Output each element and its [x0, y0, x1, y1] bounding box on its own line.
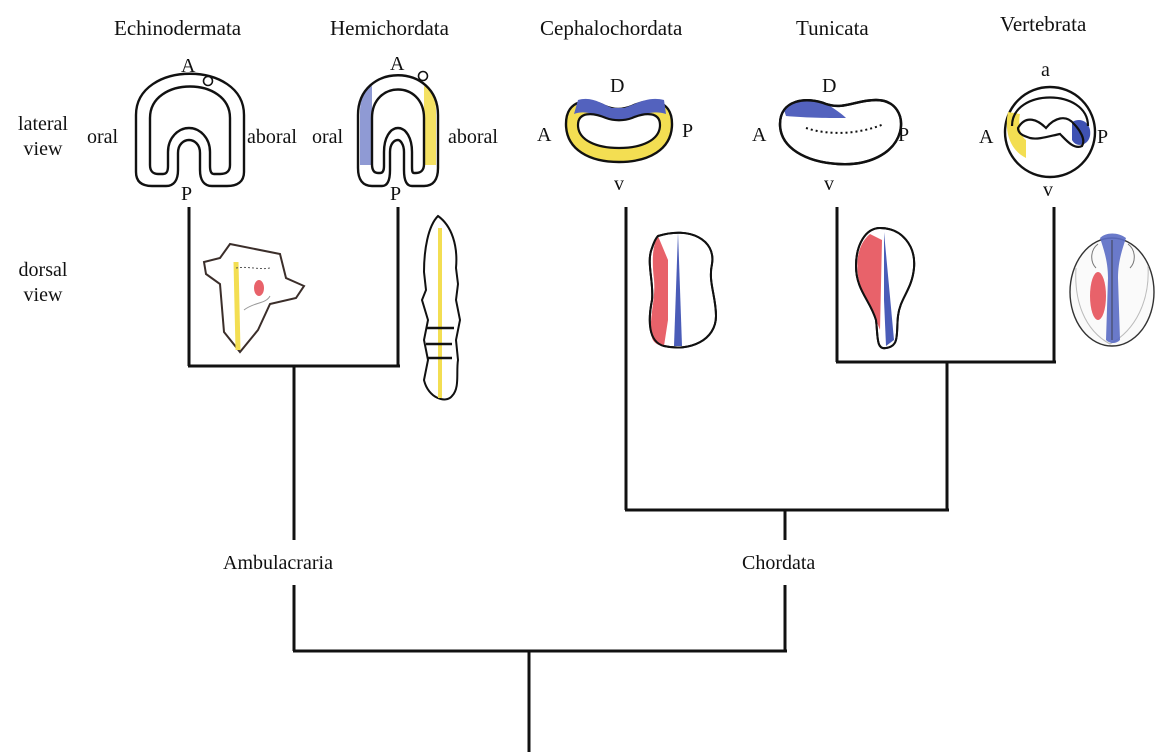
- echinodermata-pole-circle: [204, 77, 213, 86]
- tunicata-dorsal-embryo: [856, 228, 914, 348]
- hemichordata-lateral-embryo: [358, 72, 438, 187]
- cephalochordata-dorsal-embryo: [650, 232, 716, 348]
- cephalochordata-lateral-embryo: [566, 99, 672, 162]
- hemichordata-pole-circle: [419, 72, 428, 81]
- vertebrata-lateral-embryo: [1005, 87, 1095, 177]
- echinodermata-dorsal-larva: [204, 244, 304, 352]
- phylogenetic-tree: [188, 207, 1056, 752]
- echinodermata-lateral-embryo: [136, 74, 244, 186]
- hemichordata-dorsal-larva: [422, 216, 460, 399]
- vertebrata-dorsal-embryo: [1070, 234, 1154, 347]
- tunicata-lateral-embryo: [780, 100, 901, 165]
